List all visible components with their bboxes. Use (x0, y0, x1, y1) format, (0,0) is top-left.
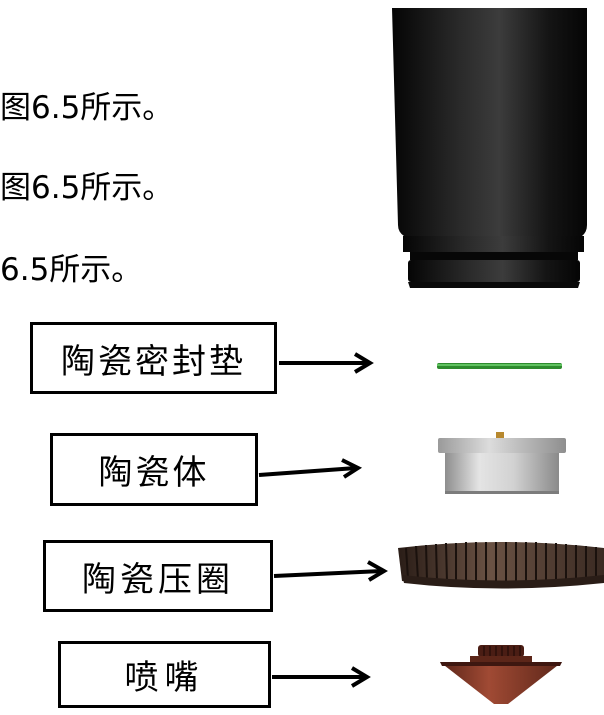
ceramic-seal-gasket (437, 363, 562, 369)
caption-line-1: 图6.5所示。 (0, 90, 174, 126)
ceramic-pressure-ring (398, 542, 604, 589)
caption-line-3: 6.5所示。 (0, 252, 143, 288)
label-ceramic-seal: 陶瓷密封垫 (30, 322, 277, 394)
tube-body (392, 8, 587, 288)
caption-line-2: 图6.5所示。 (0, 170, 174, 206)
ceramic-body (438, 432, 566, 494)
nozzle-tip (440, 645, 562, 704)
label-nozzle: 喷嘴 (58, 641, 271, 708)
arrow-seal (279, 352, 374, 374)
label-ceramic-pressure-ring: 陶瓷压圈 (43, 540, 273, 612)
arrow-ceramic-body (258, 458, 363, 479)
arrow-nozzle (272, 666, 371, 688)
label-ceramic-body: 陶瓷体 (50, 433, 258, 506)
arrow-pressure-ring (273, 560, 388, 582)
